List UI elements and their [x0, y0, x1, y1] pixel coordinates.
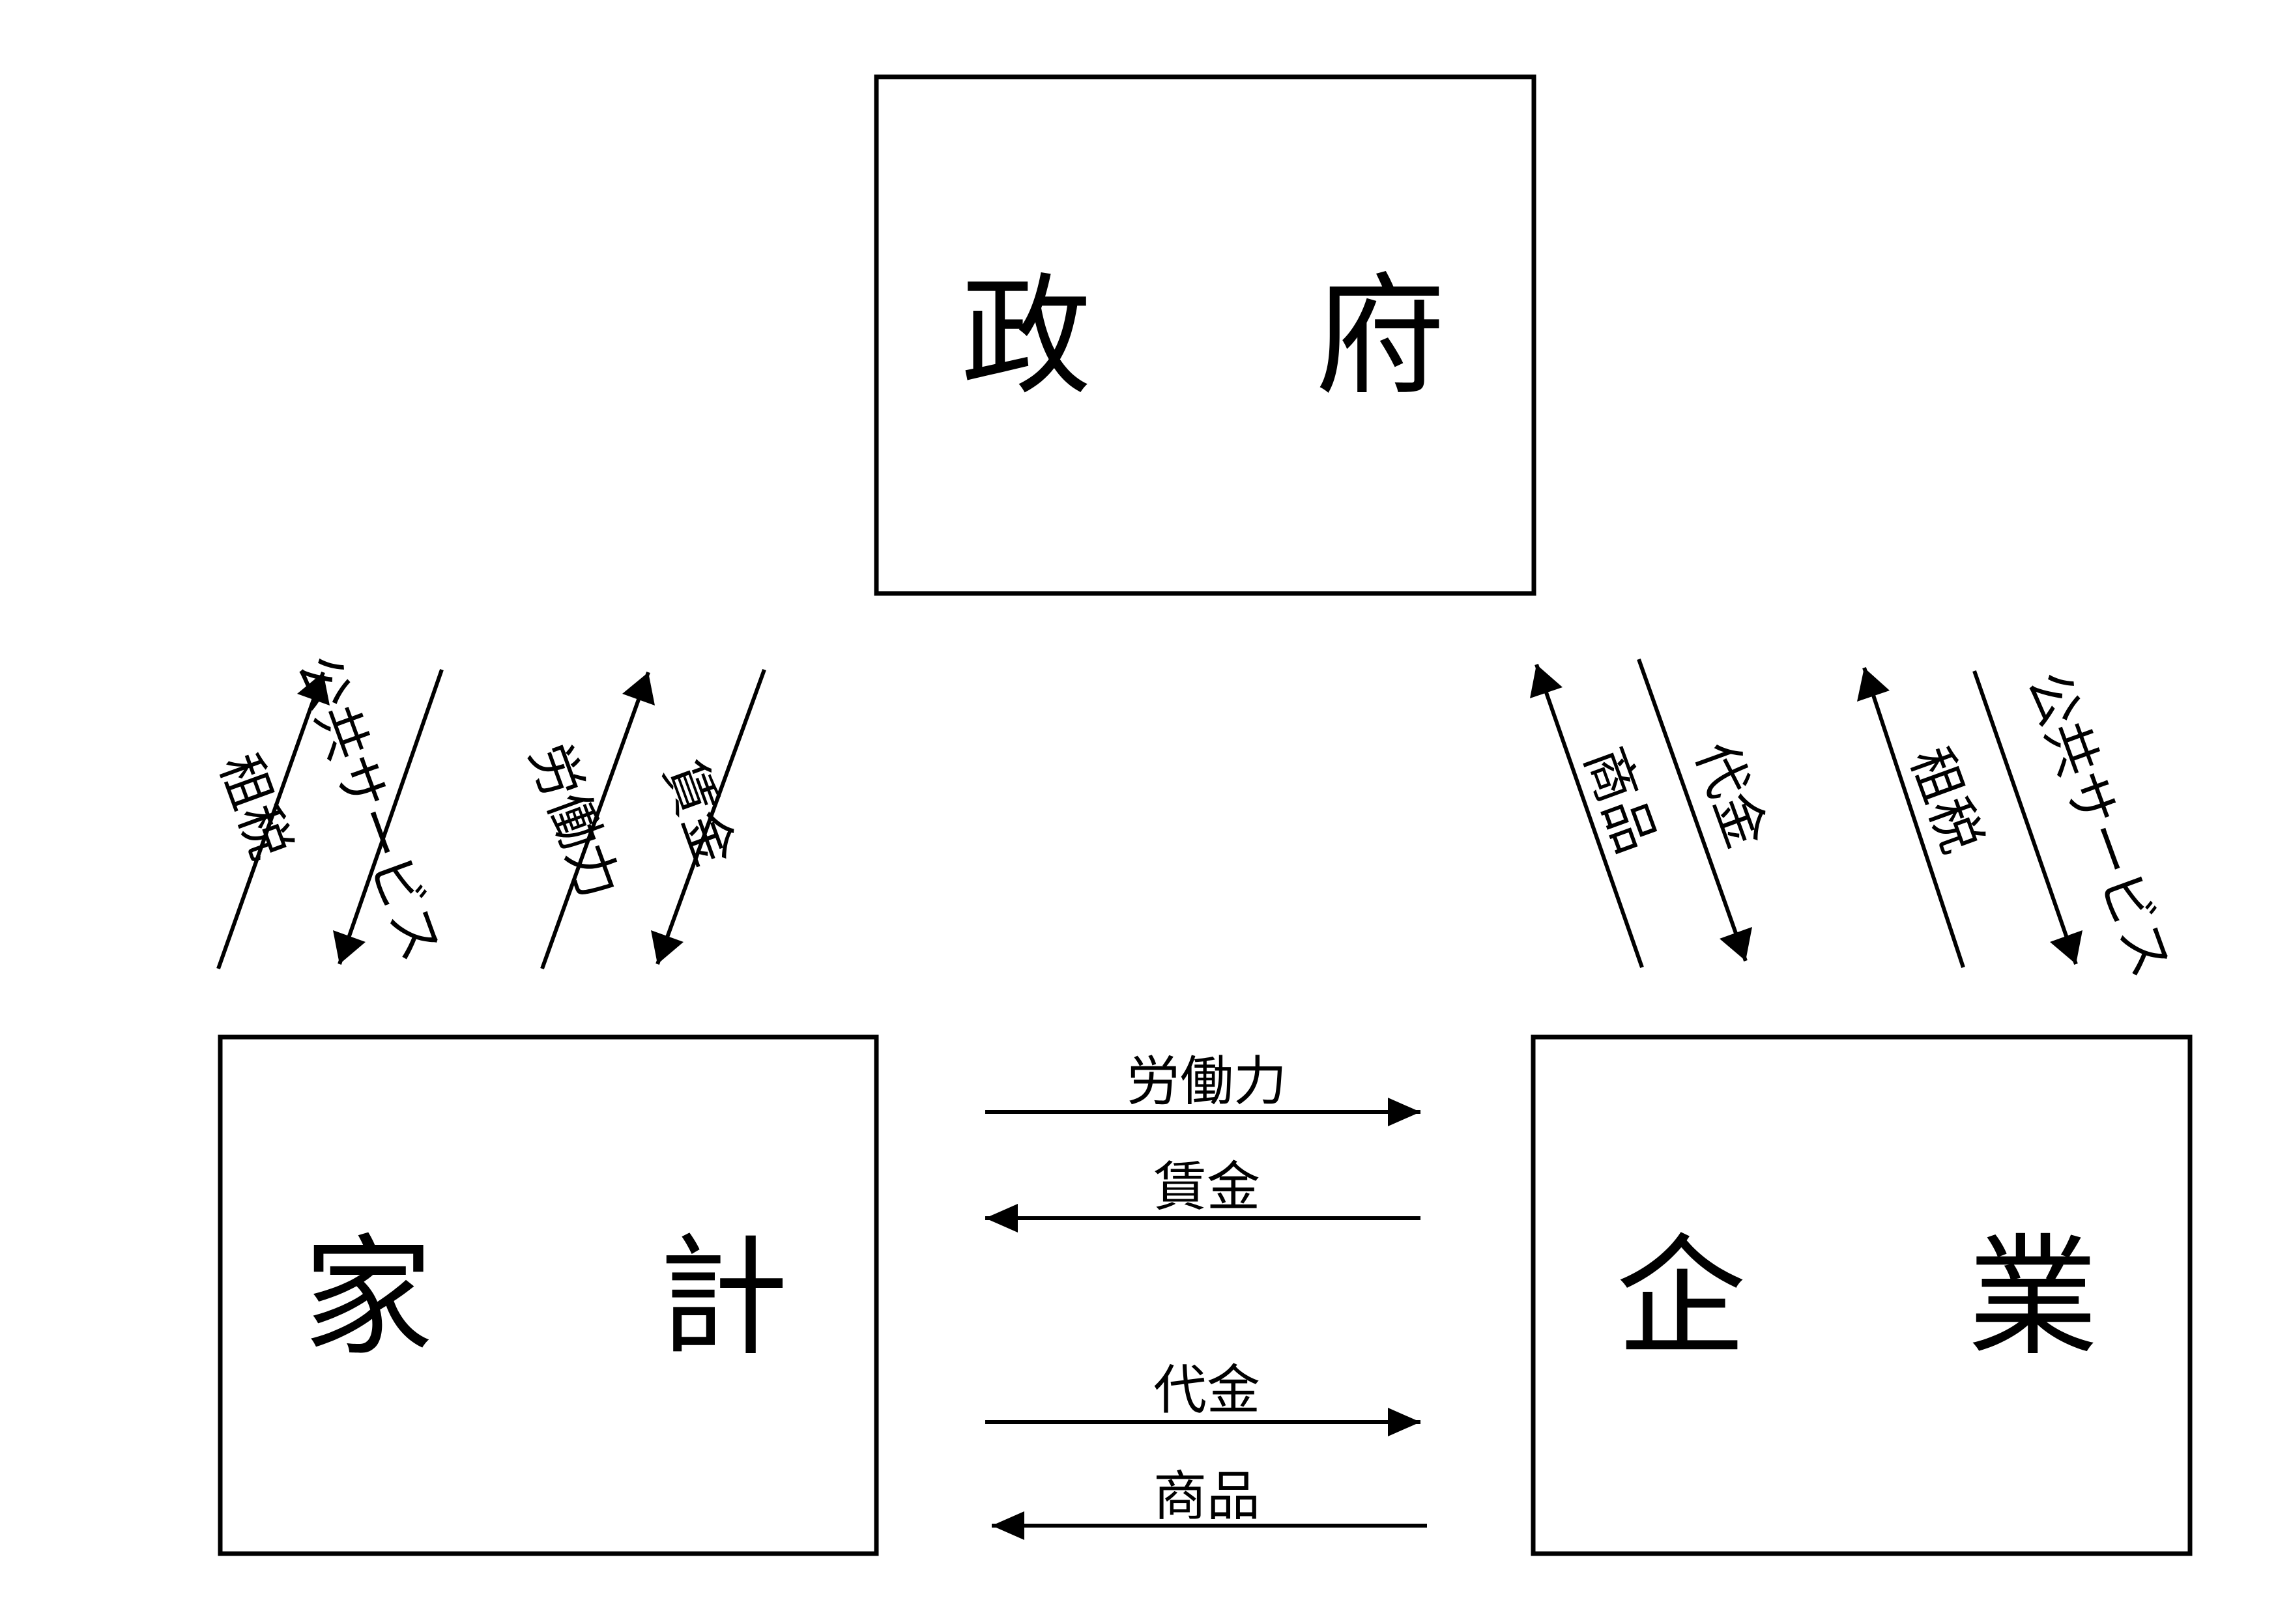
- arrow-gov-household-wages: [651, 668, 766, 965]
- arrow-household-gov-labor: [540, 671, 655, 970]
- label-household-firm-labor: 労働力: [1127, 1051, 1287, 1113]
- label-gov-household-wages: 賃金: [652, 752, 746, 874]
- arrow-gov-household-public-services: [333, 669, 444, 965]
- label-firm-gov-goods: 商品: [1572, 739, 1667, 861]
- label-gov-household-public-services: 公共サービス: [285, 647, 453, 969]
- firm-node: 企 業: [1531, 1034, 2193, 1556]
- arrow-gov-firm-public-services: [1972, 670, 2082, 965]
- firm-char-1: 企: [1616, 1222, 1746, 1374]
- household-node: 家 計: [218, 1034, 879, 1556]
- arrow-firm-gov-tax: [1857, 667, 1965, 968]
- label-firm-gov-tax: 租税: [1898, 739, 1993, 861]
- arrow-gov-firm-payment: [1637, 658, 1752, 962]
- arrow-firm-household-goods: [992, 1511, 1427, 1540]
- label-firm-household-wages: 賃金: [1153, 1156, 1260, 1218]
- arrow-household-gov-tax: [216, 671, 330, 970]
- government-char-2: 府: [1315, 261, 1445, 413]
- household-char-1: 家: [303, 1222, 433, 1374]
- label-household-gov-tax: 租税: [207, 746, 302, 868]
- label-firm-household-goods: 商品: [1153, 1466, 1260, 1528]
- arrow-firm-household-wages: [985, 1204, 1420, 1232]
- government-node: 政 府: [874, 74, 1536, 596]
- firm-char-2: 業: [1968, 1222, 2098, 1374]
- label-gov-firm-payment: 代金: [1683, 734, 1778, 856]
- arrow-household-firm-labor: [985, 1098, 1420, 1126]
- government-char-1: 政: [961, 261, 1091, 413]
- arrow-firm-gov-goods: [1530, 664, 1644, 968]
- label-household-gov-labor: 労働力: [517, 735, 630, 907]
- label-gov-firm-public-services: 公共サービス: [2015, 663, 2183, 986]
- household-char-2: 計: [658, 1222, 788, 1374]
- label-household-firm-payment: 代金: [1153, 1360, 1260, 1421]
- arrow-household-firm-payment: [985, 1408, 1420, 1436]
